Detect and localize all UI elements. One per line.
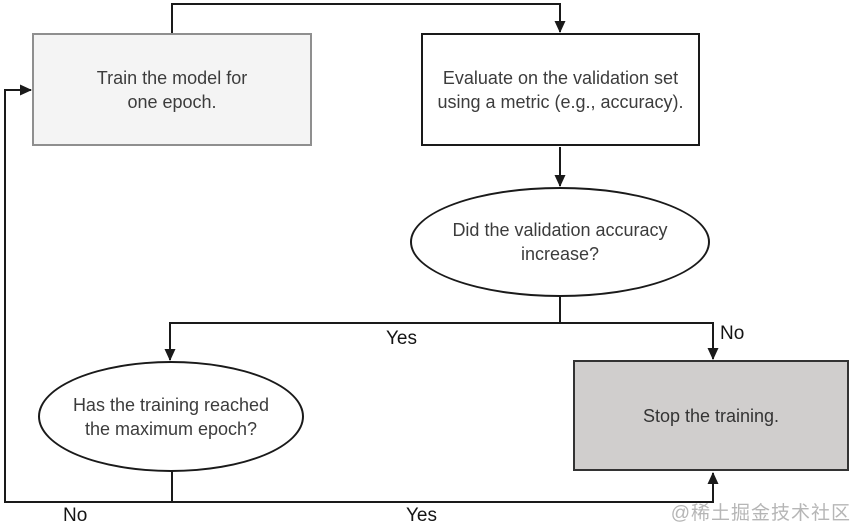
node-evaluate-validation-label: Evaluate on the validation set using a m… [437, 67, 684, 112]
decision-validation-accuracy-label: Did the validation accuracy increase? [452, 220, 668, 264]
branch-label-accuracy-no: No [720, 323, 745, 344]
node-evaluate-validation: Evaluate on the validation set using a m… [421, 33, 700, 146]
branch-label-accuracy-yes: Yes [386, 328, 417, 349]
decision-validation-accuracy: Did the validation accuracy increase? [410, 187, 710, 297]
decision-maximum-epoch: Has the training reached the maximum epo… [38, 361, 304, 472]
node-stop-training: Stop the training. [573, 360, 849, 471]
node-train-model-label: Train the model for one epoch. [96, 67, 248, 112]
node-train-model: Train the model for one epoch. [32, 33, 312, 146]
watermark-text: @稀土掘金技术社区 [670, 503, 851, 524]
edge-train-to-evaluate [171, 3, 566, 33]
branch-label-epoch-no: No [63, 505, 88, 526]
edge-no-loop-to-train [4, 84, 32, 503]
branch-label-epoch-yes: Yes [406, 505, 437, 526]
decision-maximum-epoch-label: Has the training reached the maximum epo… [72, 394, 270, 439]
node-stop-training-label: Stop the training. [642, 405, 780, 426]
